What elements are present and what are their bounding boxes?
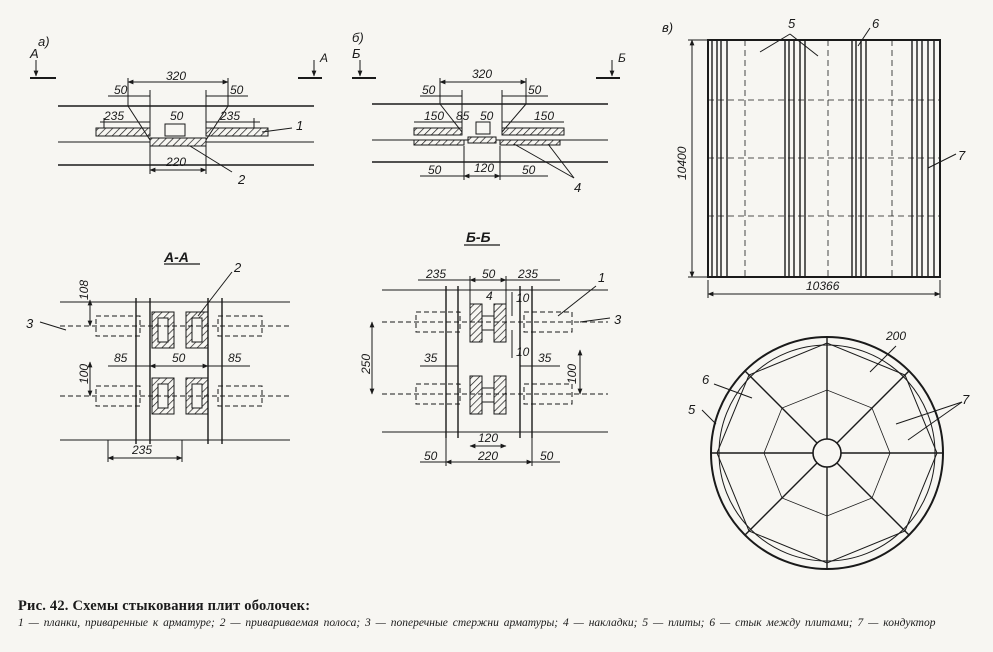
dim-a-top-3: 50 [230, 83, 244, 97]
panel-a-text: а) А А 50 320 50 235 50 235 220 1 2 [29, 34, 328, 187]
cut-letter-b-left: Б [352, 46, 361, 61]
panel-a [30, 60, 322, 174]
section-bb-title: Б-Б [466, 229, 491, 245]
dim-a-mid-1: 235 [103, 109, 124, 123]
circular-plan-text: 200 6 5 7 [688, 329, 970, 417]
dim-a-bottom: 220 [165, 155, 186, 169]
dim-bb-100: 100 [565, 364, 579, 384]
dim-bb-120: 120 [478, 431, 498, 445]
panel-c-text: в) 5 6 7 10400 10366 [662, 16, 966, 293]
dim-a-top-1: 50 [114, 83, 128, 97]
dim-bb-top-3: 235 [517, 267, 538, 281]
panel-b-text: б) Б Б 50 320 50 150 85 50 150 50 120 50… [352, 30, 626, 195]
dim-aa-85-right: 85 [228, 351, 242, 365]
dim-aa-235: 235 [131, 443, 152, 457]
section-aa-text: А-А 108 100 85 50 85 235 3 2 [26, 249, 242, 457]
dim-aa-50: 50 [172, 351, 186, 365]
callout-a-2: 2 [237, 172, 246, 187]
dim-aa-100: 100 [77, 364, 91, 384]
section-bb [369, 244, 611, 466]
dim-b-mid-3: 50 [480, 109, 494, 123]
dim-aa-108: 108 [77, 280, 91, 300]
dim-bb-35-left: 35 [424, 351, 438, 365]
caption-title: Рис. 42. Схемы стыкования плит оболочек: [18, 598, 311, 614]
dim-a-top-2: 320 [166, 69, 186, 83]
technical-drawing: а) А А 50 320 50 235 50 235 220 1 2 б) Б… [26, 16, 970, 570]
dim-bb-35-right: 35 [538, 351, 552, 365]
dim-aa-85-left: 85 [114, 351, 128, 365]
dim-bb-250: 250 [359, 354, 373, 375]
dim-bb-inner-10-top: 10 [516, 291, 530, 305]
dim-bb-bottom-50-right: 50 [540, 449, 554, 463]
figure-caption: Рис. 42. Схемы стыкования плит оболочек:… [18, 598, 986, 630]
section-aa-title: А-А [163, 249, 189, 265]
dim-bb-bottom-50-left: 50 [424, 449, 438, 463]
callout-plan-5: 5 [688, 402, 696, 417]
caption-legend: 1 — планки, приваренные к арматуре; 2 — … [18, 617, 936, 629]
callout-c-6: 6 [872, 16, 880, 31]
dim-b-mid-1: 150 [424, 109, 444, 123]
dim-b-bottom-2: 120 [474, 161, 494, 175]
circular-plan [701, 336, 963, 570]
panel-b [352, 60, 620, 180]
figure-stage: а) А А 50 320 50 235 50 235 220 1 2 б) Б… [26, 16, 970, 570]
dim-b-mid-4: 150 [534, 109, 554, 123]
cut-letter-a-right: А [319, 51, 328, 65]
callout-b-4: 4 [574, 180, 581, 195]
dim-b-top-1: 50 [422, 83, 436, 97]
dim-bb-inner-10-bottom: 10 [516, 345, 530, 359]
cut-letter-a-left: А [29, 46, 39, 61]
dim-c-height: 10400 [675, 146, 689, 180]
callout-aa-3: 3 [26, 316, 34, 331]
section-aa [39, 263, 290, 462]
panel-a-label: а) [38, 34, 50, 49]
dim-b-mid-2: 85 [456, 109, 470, 123]
callout-plan-6: 6 [702, 372, 710, 387]
callout-plan-7: 7 [962, 392, 970, 407]
dim-bb-inner-4: 4 [486, 289, 493, 303]
dim-bb-220: 220 [477, 449, 498, 463]
dim-b-top-3: 50 [528, 83, 542, 97]
dim-plan-200: 200 [885, 329, 906, 343]
dim-b-top-2: 320 [472, 67, 492, 81]
dim-bb-top-2: 50 [482, 267, 496, 281]
dim-b-bottom-1: 50 [428, 163, 442, 177]
dim-bb-top-1: 235 [425, 267, 446, 281]
panel-c [688, 27, 957, 298]
callout-bb-3: 3 [614, 312, 622, 327]
panel-c-label: в) [662, 20, 673, 35]
dim-a-mid-2: 50 [170, 109, 184, 123]
callout-c-5: 5 [788, 16, 796, 31]
cut-letter-b-right: Б [618, 51, 626, 65]
callout-bb-1: 1 [598, 270, 605, 285]
panel-b-label: б) [352, 30, 364, 45]
section-bb-text: Б-Б 235 50 235 4 10 10 250 35 35 100 120… [359, 229, 622, 463]
callout-aa-2: 2 [233, 260, 242, 275]
dim-a-mid-3: 235 [219, 109, 240, 123]
dim-c-width: 10366 [806, 279, 840, 293]
callout-a-1: 1 [296, 118, 303, 133]
dim-b-bottom-3: 50 [522, 163, 536, 177]
callout-c-7: 7 [958, 148, 966, 163]
